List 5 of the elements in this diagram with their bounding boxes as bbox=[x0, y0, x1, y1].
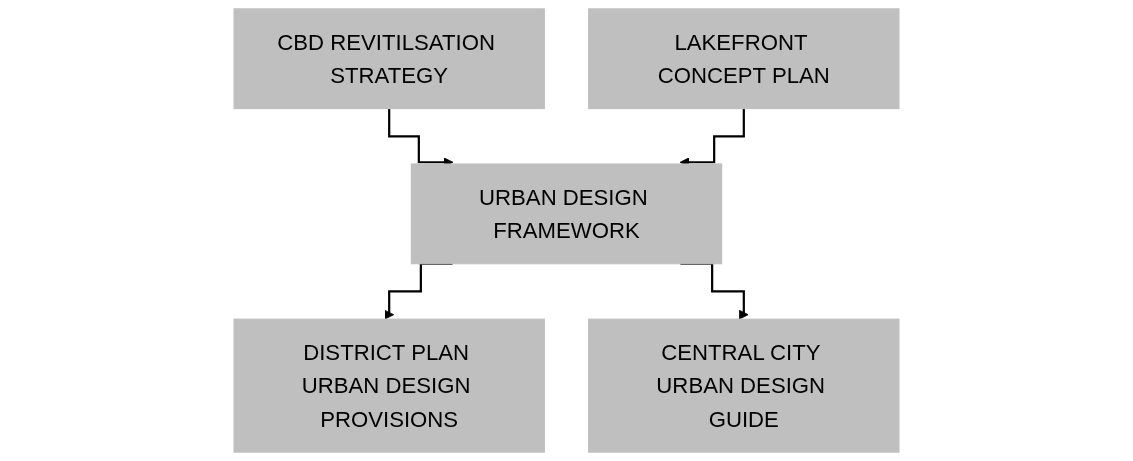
node-box: CENTRAL CITY URBAN DESIGN GUIDE bbox=[588, 318, 900, 453]
node-box: URBAN DESIGN FRAMEWORK bbox=[410, 163, 723, 265]
node-box: LAKEFRONT CONCEPT PLAN bbox=[588, 8, 900, 110]
node-box: DISTRICT PLAN URBAN DESIGN PROVISIONS bbox=[233, 318, 545, 453]
node-box: CBD REVITILSATION STRATEGY bbox=[233, 8, 545, 110]
